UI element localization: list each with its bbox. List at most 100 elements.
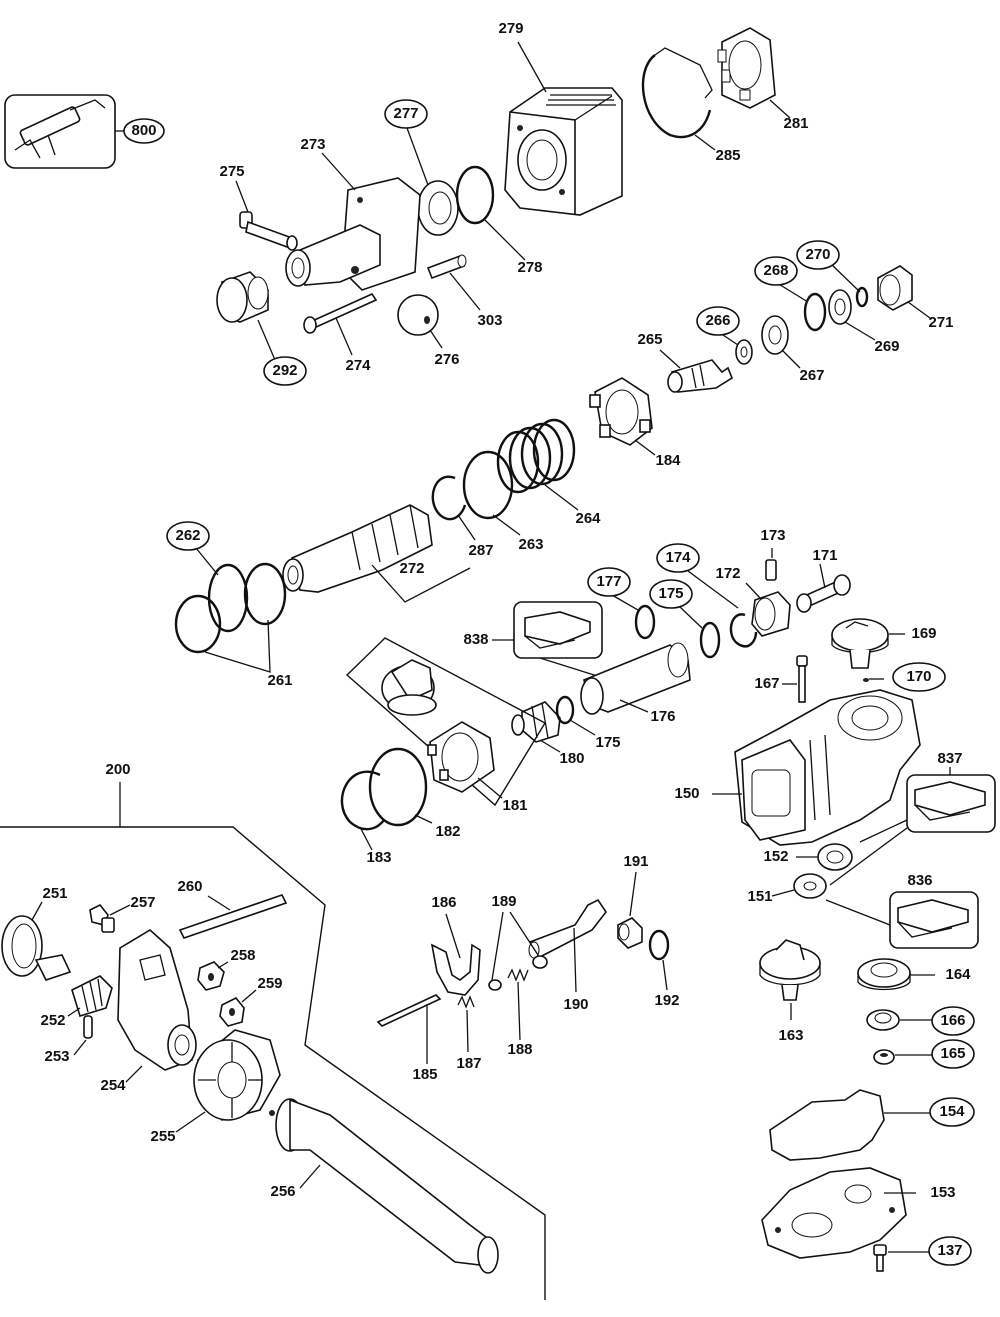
- label-292: 292: [272, 362, 297, 379]
- label-151: 151: [747, 888, 772, 905]
- part-273-flange: [285, 177, 421, 291]
- label-260: 260: [177, 878, 202, 895]
- part-262-ring: [207, 563, 249, 633]
- label-281: 281: [783, 115, 808, 132]
- label-263: 263: [518, 536, 543, 553]
- part-263-ring: [462, 450, 514, 520]
- label-176: 176: [650, 708, 675, 725]
- label-166: 166: [940, 1012, 965, 1029]
- part-265-shaft: [667, 359, 733, 393]
- label-256: 256: [270, 1183, 295, 1200]
- part-151-washer: [793, 873, 827, 899]
- label-271: 271: [928, 314, 953, 331]
- part-287-circlip: [431, 475, 467, 521]
- part-171-conrod: [796, 574, 851, 613]
- part-268-ring: [803, 292, 827, 332]
- label-287: 287: [468, 542, 493, 559]
- part-278-oring: [455, 165, 495, 225]
- part-190-lever: [528, 898, 607, 960]
- label-183: 183: [366, 849, 391, 866]
- label-257: 257: [130, 894, 155, 911]
- part-274-bolt: [303, 292, 378, 334]
- part-150-housing: [734, 689, 921, 846]
- part-258-nut: [197, 961, 225, 991]
- label-276: 276: [434, 351, 459, 368]
- part-192-ring: [648, 929, 670, 961]
- label-837: 837: [937, 750, 962, 767]
- label-261: 261: [267, 672, 292, 689]
- part-251-clamp: [1, 915, 72, 981]
- label-182: 182: [435, 823, 460, 840]
- label-169: 169: [911, 625, 936, 642]
- part-175-ring-lower: [555, 695, 575, 725]
- label-836: 836: [907, 872, 932, 889]
- label-838: 838: [463, 631, 488, 648]
- part-303-pin: [426, 254, 467, 280]
- part-270-ring: [855, 286, 869, 308]
- part-164-gear: [857, 958, 911, 991]
- part-185-rod: [376, 994, 442, 1027]
- label-175-lower: 175: [595, 734, 620, 751]
- label-254: 254: [100, 1077, 126, 1094]
- label-265: 265: [637, 331, 662, 348]
- part-181-gear-assembly: [345, 637, 546, 807]
- label-167: 167: [754, 675, 779, 692]
- label-170: 170: [906, 668, 931, 685]
- part-261-ring-a: [243, 562, 287, 626]
- part-275-pin: [239, 211, 298, 251]
- label-153: 153: [930, 1184, 955, 1201]
- part-292-bumper: [216, 271, 269, 323]
- part-182-ring: [368, 747, 428, 827]
- label-152: 152: [763, 848, 788, 865]
- part-153-cover: [761, 1167, 907, 1259]
- part-254-bracket: [117, 929, 197, 1071]
- part-176-sleeve: [580, 642, 691, 715]
- label-270: 270: [805, 246, 830, 263]
- part-269-washer: [828, 289, 852, 325]
- label-274: 274: [345, 357, 371, 374]
- part-276-ball: [397, 294, 439, 336]
- label-181: 181: [502, 797, 527, 814]
- part-174-oring: [729, 613, 758, 648]
- part-285-clip: [641, 47, 713, 139]
- label-187: 187: [456, 1055, 481, 1072]
- label-275: 275: [219, 163, 244, 180]
- part-800-drawing: [4, 94, 116, 169]
- label-192: 192: [654, 992, 679, 1009]
- part-186-fork: [430, 943, 481, 996]
- part-169-gear: [831, 618, 889, 669]
- label-186: 186: [431, 894, 456, 911]
- label-200: 200: [105, 761, 130, 778]
- part-836-inset: [889, 891, 979, 949]
- label-137: 137: [937, 1242, 962, 1259]
- part-267-bearing: [761, 315, 789, 355]
- label-255: 255: [150, 1128, 175, 1145]
- label-262: 262: [175, 527, 200, 544]
- part-189-pin: [488, 955, 548, 991]
- label-171: 171: [812, 547, 837, 564]
- label-189: 189: [491, 893, 516, 910]
- part-137-screw: [873, 1244, 887, 1272]
- label-285: 285: [715, 147, 740, 164]
- label-264: 264: [575, 510, 601, 527]
- label-172: 172: [715, 565, 740, 582]
- label-252: 252: [40, 1012, 65, 1029]
- label-188: 188: [507, 1041, 532, 1058]
- label-180: 180: [559, 750, 584, 767]
- label-268: 268: [763, 262, 788, 279]
- part-173-pin: [765, 559, 777, 581]
- label-267: 267: [799, 367, 824, 384]
- part-260-rod: [178, 894, 288, 939]
- part-166-seal: [866, 1009, 900, 1031]
- label-800: 800: [131, 122, 156, 139]
- part-188-spring: [507, 968, 529, 982]
- label-184: 184: [655, 452, 681, 469]
- label-303: 303: [477, 312, 502, 329]
- part-165-nut: [873, 1049, 895, 1065]
- part-838-inset: [513, 601, 603, 659]
- part-255-collar: [193, 1029, 281, 1121]
- label-191: 191: [623, 853, 648, 870]
- label-174: 174: [665, 549, 691, 566]
- part-261-ring-b: [174, 594, 222, 654]
